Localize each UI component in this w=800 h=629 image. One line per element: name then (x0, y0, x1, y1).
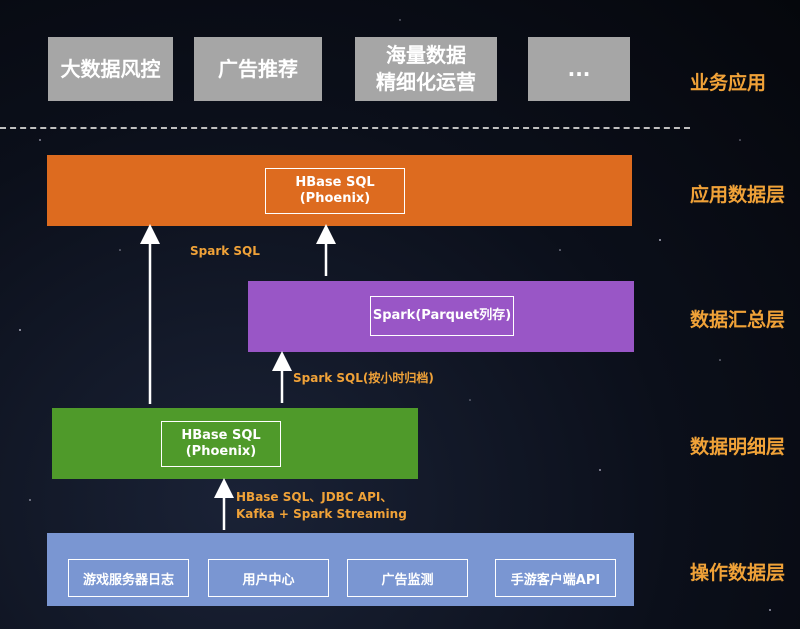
layer-label-business: 业务应用 (690, 72, 767, 94)
app-layer-hbase-box: HBase SQL (Phoenix) (265, 168, 405, 214)
layer-label-op: 操作数据层 (690, 562, 786, 584)
app-data-layer-band: HBase SQL (Phoenix) (47, 155, 632, 226)
layer-label-summary: 数据汇总层 (690, 309, 786, 331)
business-item-data-operations: 海量数据 精细化运营 (355, 37, 497, 101)
arrow-label-spark-sql-hourly: Spark SQL(按小时归档) (293, 371, 434, 385)
op-item-game-server-logs: 游戏服务器日志 (68, 559, 189, 597)
business-item-risk-control: 大数据风控 (48, 37, 173, 101)
layer-label-app: 应用数据层 (690, 184, 786, 206)
op-item-mobile-game-api: 手游客户端API (495, 559, 616, 597)
summary-layer-band: Spark(Parquet列存) (248, 281, 634, 352)
detail-layer-hbase-box: HBase SQL (Phoenix) (161, 421, 281, 467)
arrow-label-ingest: HBase SQL、JDBC API、 Kafka + Spark Stream… (236, 490, 407, 522)
op-item-user-center: 用户中心 (208, 559, 329, 597)
arrow-label-spark-sql: Spark SQL (190, 244, 260, 258)
layer-label-detail: 数据明细层 (690, 436, 786, 458)
summary-layer-spark-box: Spark(Parquet列存) (370, 296, 514, 336)
op-layer-band (47, 533, 634, 606)
op-item-ad-monitoring: 广告监测 (347, 559, 468, 597)
business-item-ad-recommendation: 广告推荐 (194, 37, 322, 101)
detail-layer-band: HBase SQL (Phoenix) (52, 408, 418, 479)
business-item-more: ... (528, 37, 630, 101)
divider-dashed (0, 127, 690, 129)
